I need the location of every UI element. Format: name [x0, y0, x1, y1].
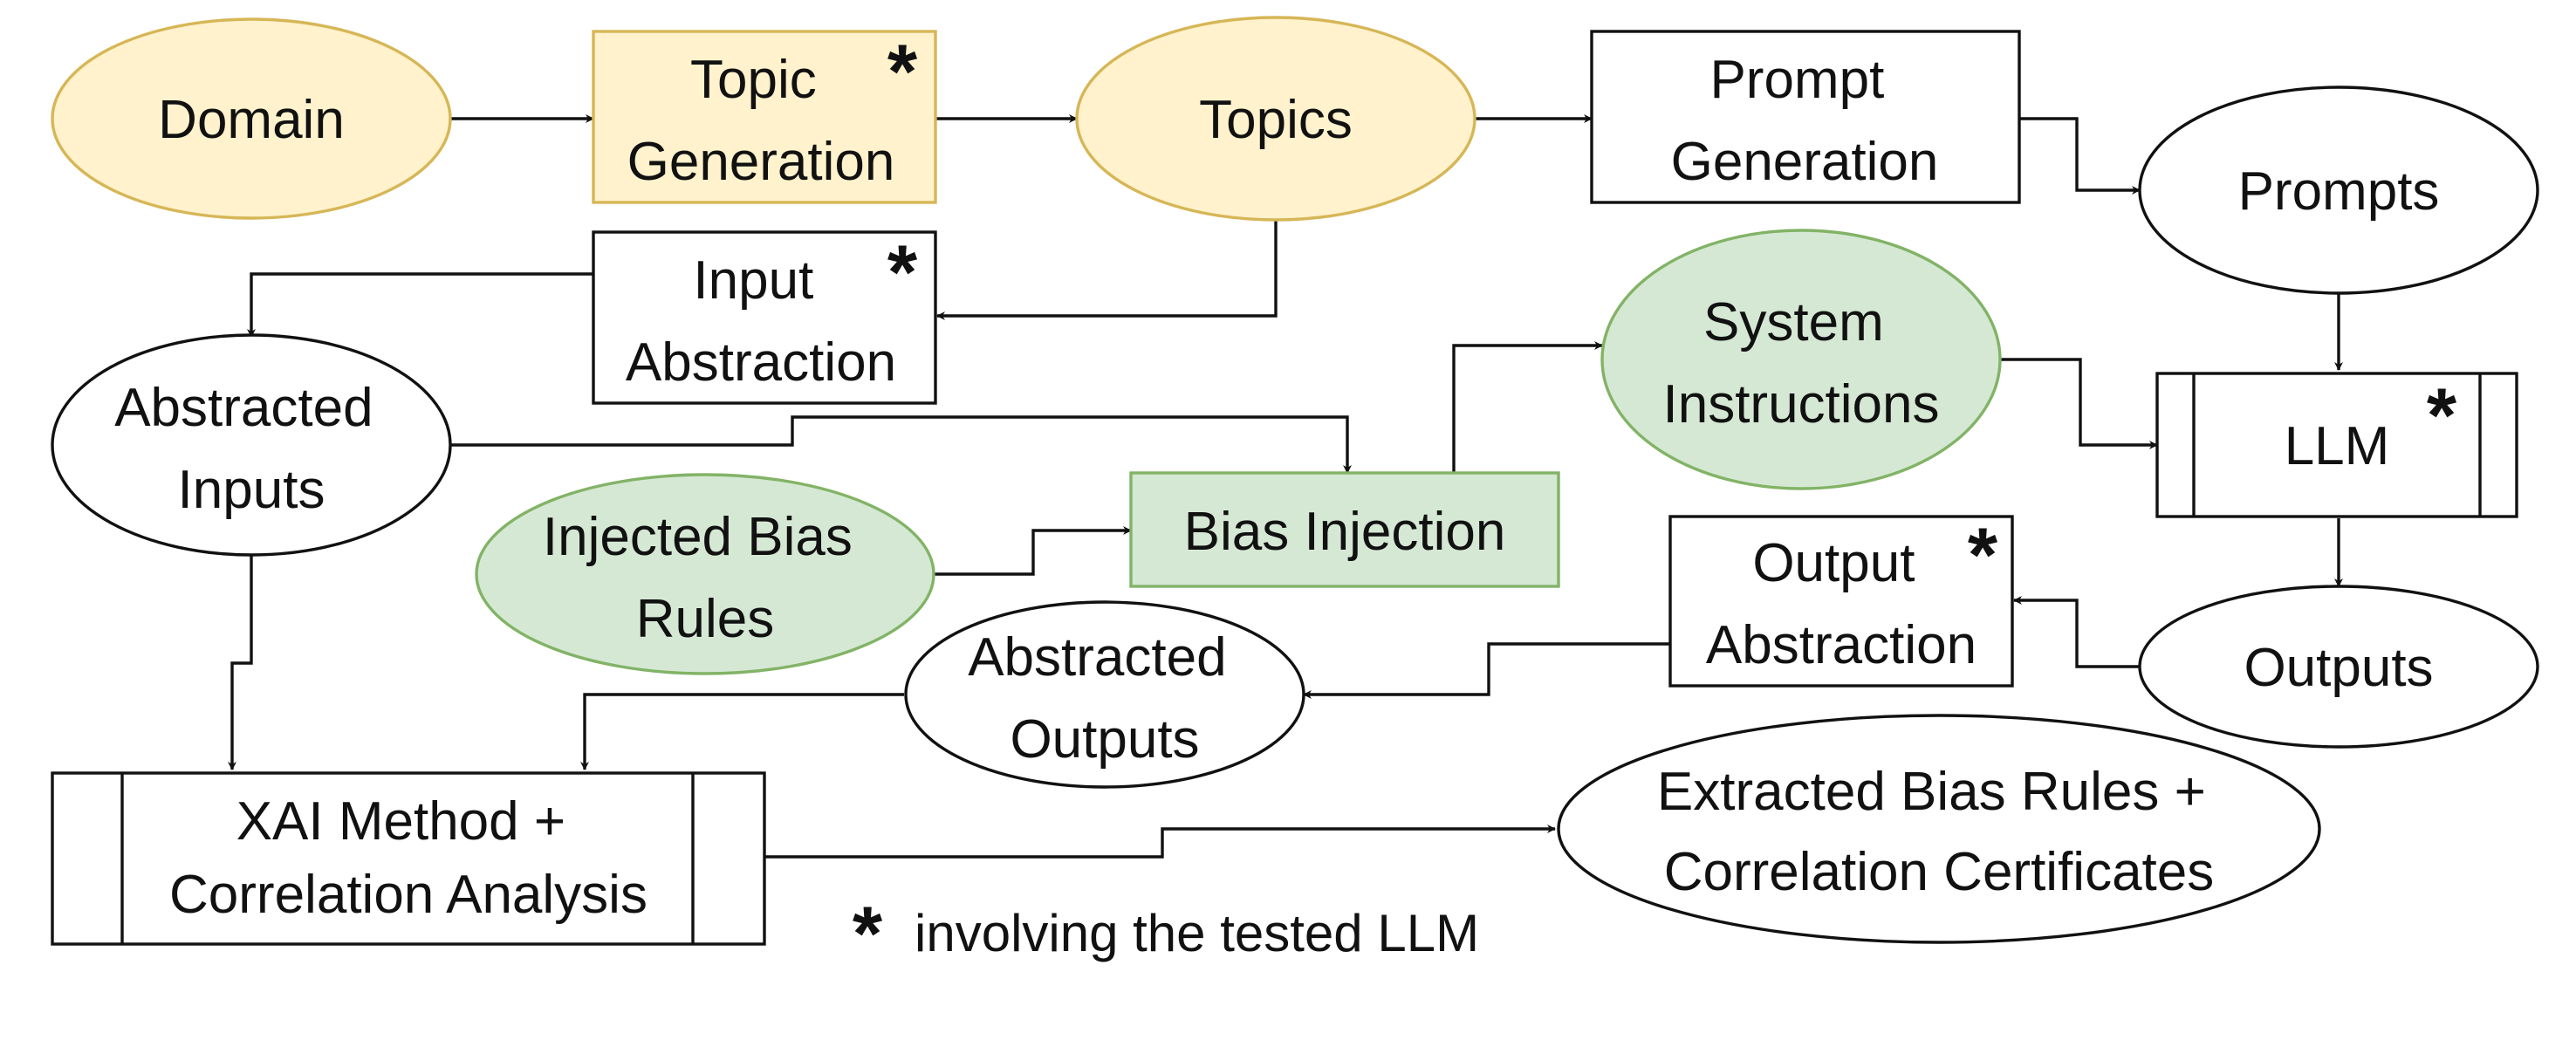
injected-bias-rules-shape	[475, 473, 935, 675]
extracted-bias-rules-label-line1: Extracted Bias Rules +	[1657, 762, 2206, 822]
output-abstraction-shape	[1668, 515, 2014, 688]
topic-generation-shape	[592, 30, 937, 204]
node-output-abstraction: Output Abstraction *	[1668, 511, 2014, 688]
abstracted-inputs-label-line2: Inputs	[178, 460, 325, 520]
node-topic-generation: Topic Generation *	[592, 28, 937, 204]
svg-text:Extracted Bias Rules +: Extracted Bias Rules + Correlation Certi…	[1657, 762, 2221, 902]
edge-prompt-generation-to-prompts	[2019, 117, 2141, 195]
topic-generation-star: *	[887, 28, 918, 114]
llm-star: *	[2427, 372, 2457, 458]
svg-text:Bias Injection: Bias Injection	[1184, 502, 1506, 562]
injected-bias-rules-label-line2: Rules	[636, 589, 775, 649]
bias-injection-shape	[1129, 471, 1560, 588]
edge-outputs-to-output-abstraction	[2013, 596, 2141, 668]
svg-text:Topics: Topics	[1199, 90, 1353, 150]
svg-text:Prompts: Prompts	[2238, 161, 2440, 222]
llm-label: LLM	[2285, 416, 2390, 476]
node-outputs: Outputs	[2138, 585, 2539, 749]
extracted-bias-rules-shape	[1557, 714, 2321, 944]
svg-text:Abstracted Inputs: Abstracted Inputs	[114, 378, 388, 520]
topic-generation-label-line1: Topic	[690, 50, 817, 110]
edge-abstracted-inputs-to-bias-injection	[450, 415, 1352, 474]
edge-abstracted-outputs-to-xai-method	[580, 693, 904, 770]
node-bias-injection: Bias Injection	[1129, 471, 1560, 588]
edge-abstracted-inputs-to-xai-method	[228, 555, 253, 770]
node-domain: Domain	[51, 17, 452, 220]
svg-text:XAI Method + Correlation: XAI Method + Correlation Analysis	[169, 791, 647, 925]
extracted-bias-rules-label-line2: Correlation Certificates	[1664, 842, 2215, 902]
outputs-label: Outputs	[2244, 638, 2433, 698]
prompt-generation-label-line2: Generation	[1671, 132, 1939, 192]
injected-bias-rules-label-line1: Injected Bias	[543, 507, 853, 567]
domain-label: Domain	[158, 90, 345, 150]
edge-system-instructions-to-llm	[2000, 358, 2158, 449]
output-abstraction-label-line2: Abstraction	[1706, 615, 1977, 675]
prompts-label: Prompts	[2238, 161, 2440, 222]
node-prompts: Prompts	[2138, 86, 2539, 295]
svg-text:Injected Bias Rules: Injected Bias Rules	[543, 507, 867, 649]
node-injected-bias-rules: Injected Bias Rules	[475, 473, 935, 675]
topics-label: Topics	[1199, 90, 1353, 150]
domain-shape	[51, 17, 452, 220]
node-abstracted-inputs: Abstracted Inputs	[51, 333, 452, 557]
system-instructions-shape	[1600, 229, 2002, 490]
node-prompt-generation: Prompt Generation	[1590, 30, 2021, 204]
svg-text:Abstracted Outputs: Abstracted Outputs	[968, 627, 1242, 770]
output-abstraction-label-line1: Output	[1752, 533, 1915, 593]
svg-text:Prompt Generation: Prompt Generation	[1671, 50, 1939, 192]
abstracted-outputs-shape	[904, 600, 1305, 789]
edge-xai-method-to-extracted-bias-rules	[764, 825, 1556, 859]
xai-method-label-line2: Correlation Analysis	[169, 865, 647, 925]
abstracted-inputs-shape	[51, 333, 452, 557]
system-instructions-label-line2: Instructions	[1662, 374, 1939, 435]
abstracted-outputs-label-line1: Abstracted	[968, 627, 1226, 688]
node-extracted-bias-rules: Extracted Bias Rules + Correlation Certi…	[1557, 714, 2321, 944]
abstracted-inputs-label-line1: Abstracted	[114, 378, 373, 438]
svg-text:LLM: LLM	[2285, 416, 2390, 476]
svg-text:Input Abstraction: Input Abstraction	[626, 250, 896, 393]
prompt-generation-label-line1: Prompt	[1709, 50, 1884, 110]
node-input-abstraction: Input Abstraction *	[592, 229, 937, 405]
edge-bias-injection-to-system-instructions	[1452, 341, 1603, 473]
edge-topics-to-input-abstraction	[936, 220, 1278, 320]
legend-star: *	[853, 890, 883, 976]
prompt-generation-shape	[1590, 30, 2021, 204]
output-abstraction-star: *	[1968, 511, 1998, 598]
outputs-shape	[2138, 585, 2539, 749]
input-abstraction-shape	[592, 230, 937, 405]
edges	[228, 114, 2343, 859]
node-topics: Topics	[1075, 16, 1476, 222]
node-abstracted-outputs: Abstracted Outputs	[904, 600, 1305, 789]
svg-text:System Instructions: System Instructions	[1662, 292, 1939, 435]
svg-text:Output Abstraction: Output Abstraction	[1706, 533, 1977, 675]
node-llm: LLM *	[2155, 372, 2518, 518]
topics-shape	[1075, 16, 1476, 222]
node-xai-method: XAI Method + Correlation Analysis	[51, 771, 766, 946]
input-abstraction-label-line1: Input	[693, 250, 813, 311]
system-instructions-label-line1: System	[1703, 292, 1884, 352]
svg-text:Domain: Domain	[158, 90, 345, 150]
abstracted-outputs-label-line2: Outputs	[1010, 709, 1199, 770]
svg-text:Outputs: Outputs	[2244, 638, 2433, 698]
xai-method-shape	[51, 771, 766, 946]
topic-generation-label-line2: Generation	[627, 132, 895, 192]
legend-note: * involving the tested LLM	[853, 890, 1479, 976]
legend-text: involving the tested LLM	[915, 904, 1479, 962]
svg-text:Topic Generation: Topic Generation	[627, 50, 895, 192]
prompts-shape	[2138, 86, 2539, 295]
bias-injection-label: Bias Injection	[1184, 502, 1506, 562]
edge-input-abstraction-to-abstracted-inputs	[247, 272, 593, 338]
input-abstraction-label-line2: Abstraction	[626, 332, 896, 393]
edge-injected-bias-rules-to-bias-injection	[934, 526, 1132, 576]
input-abstraction-star: *	[887, 229, 918, 315]
llm-shape	[2155, 372, 2518, 518]
edge-output-abstraction-to-abstracted-outputs	[1303, 642, 1670, 699]
node-system-instructions: System Instructions	[1600, 229, 2002, 490]
xai-method-label-line1: XAI Method +	[236, 791, 565, 852]
